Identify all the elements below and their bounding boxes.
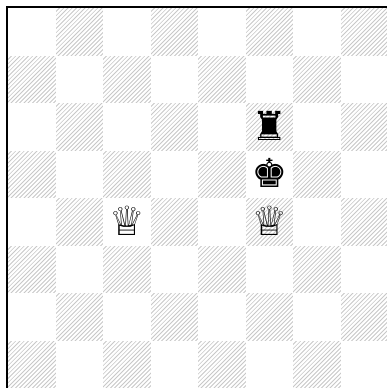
square-d8[interactable] <box>151 8 199 56</box>
square-f7[interactable] <box>246 56 294 104</box>
square-a4[interactable] <box>8 198 56 246</box>
square-g3[interactable] <box>293 246 341 294</box>
square-e8[interactable] <box>198 8 246 56</box>
square-d2[interactable] <box>151 293 199 341</box>
square-d4[interactable] <box>151 198 199 246</box>
square-g7[interactable] <box>293 56 341 104</box>
square-f6[interactable]: ♜ <box>246 103 294 151</box>
chessboard: ♜ ♚ ♕ ♕ <box>8 8 387 388</box>
square-f8[interactable] <box>246 8 294 56</box>
square-a6[interactable] <box>8 103 56 151</box>
square-d6[interactable] <box>151 103 199 151</box>
square-h3[interactable] <box>341 246 387 294</box>
square-c7[interactable] <box>103 56 151 104</box>
square-g5[interactable] <box>293 151 341 199</box>
square-g8[interactable] <box>293 8 341 56</box>
square-g2[interactable] <box>293 293 341 341</box>
square-a5[interactable] <box>8 151 56 199</box>
square-f3[interactable] <box>246 246 294 294</box>
square-g1[interactable] <box>293 341 341 388</box>
square-g4[interactable] <box>293 198 341 246</box>
square-h5[interactable] <box>341 151 387 199</box>
square-e6[interactable] <box>198 103 246 151</box>
square-a7[interactable] <box>8 56 56 104</box>
white-queen-icon[interactable]: ♕ <box>109 202 145 242</box>
square-b1[interactable] <box>56 341 104 388</box>
square-h7[interactable] <box>341 56 387 104</box>
square-b6[interactable] <box>56 103 104 151</box>
square-b4[interactable] <box>56 198 104 246</box>
square-b5[interactable] <box>56 151 104 199</box>
square-d7[interactable] <box>151 56 199 104</box>
square-d1[interactable] <box>151 341 199 388</box>
square-b8[interactable] <box>56 8 104 56</box>
square-b2[interactable] <box>56 293 104 341</box>
white-queen-icon[interactable]: ♕ <box>251 202 287 242</box>
square-c1[interactable] <box>103 341 151 388</box>
square-e1[interactable] <box>198 341 246 388</box>
square-c2[interactable] <box>103 293 151 341</box>
square-e2[interactable] <box>198 293 246 341</box>
square-a3[interactable] <box>8 246 56 294</box>
square-e4[interactable] <box>198 198 246 246</box>
square-h6[interactable] <box>341 103 387 151</box>
square-e3[interactable] <box>198 246 246 294</box>
square-e7[interactable] <box>198 56 246 104</box>
square-g6[interactable] <box>293 103 341 151</box>
square-c3[interactable] <box>103 246 151 294</box>
square-c6[interactable] <box>103 103 151 151</box>
black-king-icon[interactable]: ♚ <box>251 154 287 194</box>
square-d3[interactable] <box>151 246 199 294</box>
square-d5[interactable] <box>151 151 199 199</box>
square-f5[interactable]: ♚ <box>246 151 294 199</box>
square-f4[interactable]: ♕ <box>246 198 294 246</box>
square-a2[interactable] <box>8 293 56 341</box>
square-e5[interactable] <box>198 151 246 199</box>
square-c8[interactable] <box>103 8 151 56</box>
square-h1[interactable] <box>341 341 387 388</box>
square-b3[interactable] <box>56 246 104 294</box>
square-h2[interactable] <box>341 293 387 341</box>
square-h8[interactable] <box>341 8 387 56</box>
black-rook-icon[interactable]: ♜ <box>251 107 287 147</box>
square-b7[interactable] <box>56 56 104 104</box>
square-a8[interactable] <box>8 8 56 56</box>
square-f2[interactable] <box>246 293 294 341</box>
square-a1[interactable] <box>8 341 56 388</box>
square-c5[interactable] <box>103 151 151 199</box>
square-f1[interactable] <box>246 341 294 388</box>
square-h4[interactable] <box>341 198 387 246</box>
square-c4[interactable]: ♕ <box>103 198 151 246</box>
